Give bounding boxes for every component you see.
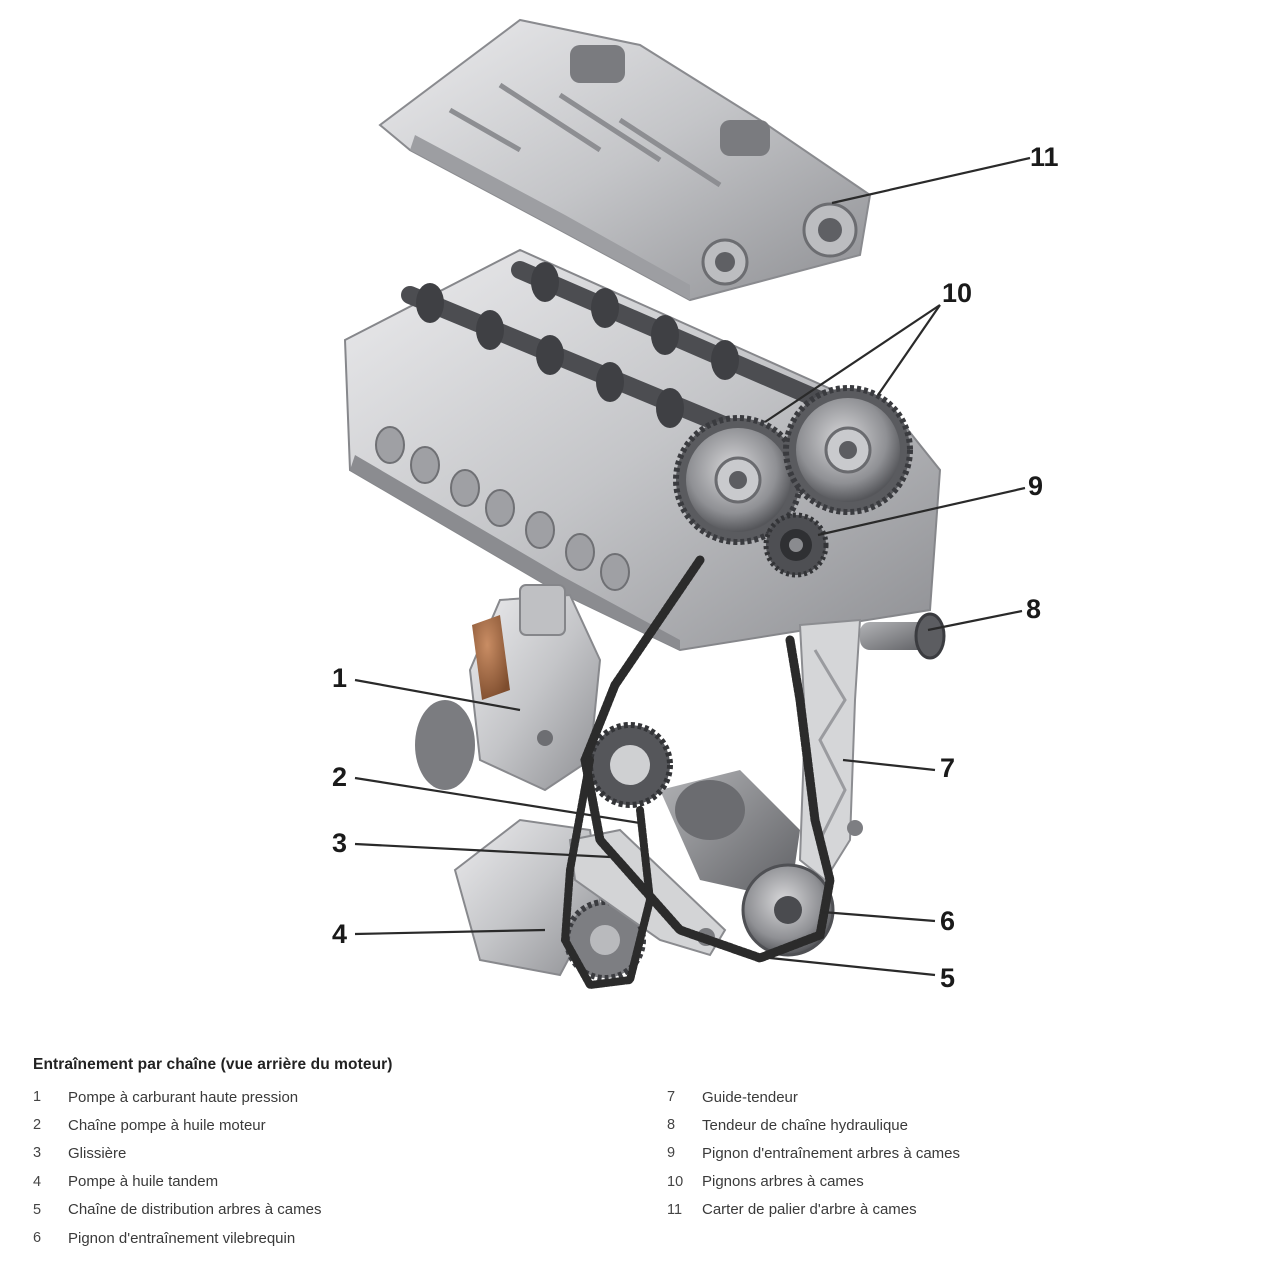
legend-item: 1 Pompe à carburant haute pression — [33, 1083, 321, 1111]
legend-item: 4 Pompe à huile tandem — [33, 1168, 321, 1196]
legend-item-label: Pignon d'entraînement arbres à cames — [702, 1144, 961, 1162]
legend-item-label: Chaîne de distribution arbres à cames — [68, 1201, 322, 1219]
legend-item: 5 Chaîne de distribution arbres à cames — [33, 1196, 321, 1224]
legend-item-label: Tendeur de chaîne hydraulique — [702, 1116, 908, 1134]
legend-item-label: Chaîne pompe à huile moteur — [68, 1116, 266, 1134]
callout-8: 8 — [1026, 594, 1041, 624]
callout-1: 1 — [332, 663, 347, 693]
legend-column-left: 1 Pompe à carburant haute pression 2 Cha… — [33, 1083, 321, 1252]
oil-pump-chain — [560, 756, 655, 990]
legend-column-right: 7 Guide-tendeur 8 Tendeur de chaîne hydr… — [667, 1083, 960, 1224]
legend-item: 3 Glissière — [33, 1139, 321, 1167]
legend-item-number: 9 — [667, 1145, 676, 1162]
legend: Entraînement par chaîne (vue arrière du … — [33, 1056, 1233, 1253]
callout-labels: 11 10 9 8 1 7 2 3 6 4 5 — [332, 142, 1059, 993]
legend-item-number: 1 — [33, 1089, 42, 1106]
leader-lines — [354, 156, 1031, 977]
crankshaft-drive-sprocket — [741, 863, 835, 957]
engine-chain-drive-illustration: 11 10 9 8 1 7 2 3 6 4 5 — [332, 18, 1059, 993]
legend-item: 7 Guide-tendeur — [667, 1083, 960, 1111]
legend-title: Entraînement par chaîne (vue arrière du … — [33, 1056, 393, 1073]
legend-item-number: 2 — [33, 1117, 42, 1134]
legend-item-number: 7 — [667, 1089, 676, 1106]
timing-chain — [580, 555, 835, 963]
legend-item-label: Pignon d'entraînement vilebrequin — [68, 1229, 296, 1247]
legend-item-label: Pompe à huile tandem — [68, 1173, 219, 1191]
legend-item-number: 6 — [33, 1230, 42, 1247]
legend-item-number: 11 — [667, 1201, 683, 1218]
legend-item-label: Pompe à carburant haute pression — [68, 1088, 299, 1106]
legend-item-label: Guide-tendeur — [702, 1088, 798, 1106]
callout-3: 3 — [332, 828, 347, 858]
legend-item: 10 Pignons arbres à cames — [667, 1168, 960, 1196]
callout-11: 11 — [1030, 142, 1059, 172]
callout-5: 5 — [940, 963, 955, 993]
legend-item: 8 Tendeur de chaîne hydraulique — [667, 1111, 960, 1139]
camshaft-lobes — [401, 261, 829, 449]
legend-item-number: 4 — [33, 1173, 42, 1190]
crankshaft — [660, 770, 800, 900]
camshaft-drive-sprocket — [763, 512, 829, 578]
callout-2: 2 — [332, 762, 347, 792]
callout-4: 4 — [332, 919, 347, 949]
camshaft-bearing-carrier — [378, 18, 872, 302]
legend-item-number: 5 — [33, 1201, 42, 1218]
legend-item-label: Glissière — [68, 1144, 127, 1162]
legend-item-label: Pignons arbres à cames — [702, 1173, 864, 1191]
high-pressure-fuel-pump — [415, 584, 602, 792]
legend-item: 2 Chaîne pompe à huile moteur — [33, 1111, 321, 1139]
callout-7: 7 — [940, 753, 955, 783]
legend-item: 6 Pignon d'entraînement vilebrequin — [33, 1224, 321, 1252]
legend-item-number: 8 — [667, 1117, 676, 1134]
callout-10: 10 — [942, 278, 972, 308]
legend-item-number: 3 — [33, 1145, 42, 1162]
legend-item: 11 Carter de palier d'arbre à cames — [667, 1196, 960, 1224]
legend-item-number: 10 — [667, 1173, 684, 1190]
legend-item-label: Carter de palier d'arbre à cames — [702, 1201, 917, 1219]
legend-item: 9 Pignon d'entraînement arbres à cames — [667, 1139, 960, 1167]
callout-6: 6 — [940, 906, 955, 936]
callout-9: 9 — [1028, 471, 1043, 501]
hydraulic-chain-tensioner — [860, 612, 946, 660]
camshaft-gear-right — [783, 385, 913, 515]
intermediate-sprocket — [587, 722, 673, 808]
